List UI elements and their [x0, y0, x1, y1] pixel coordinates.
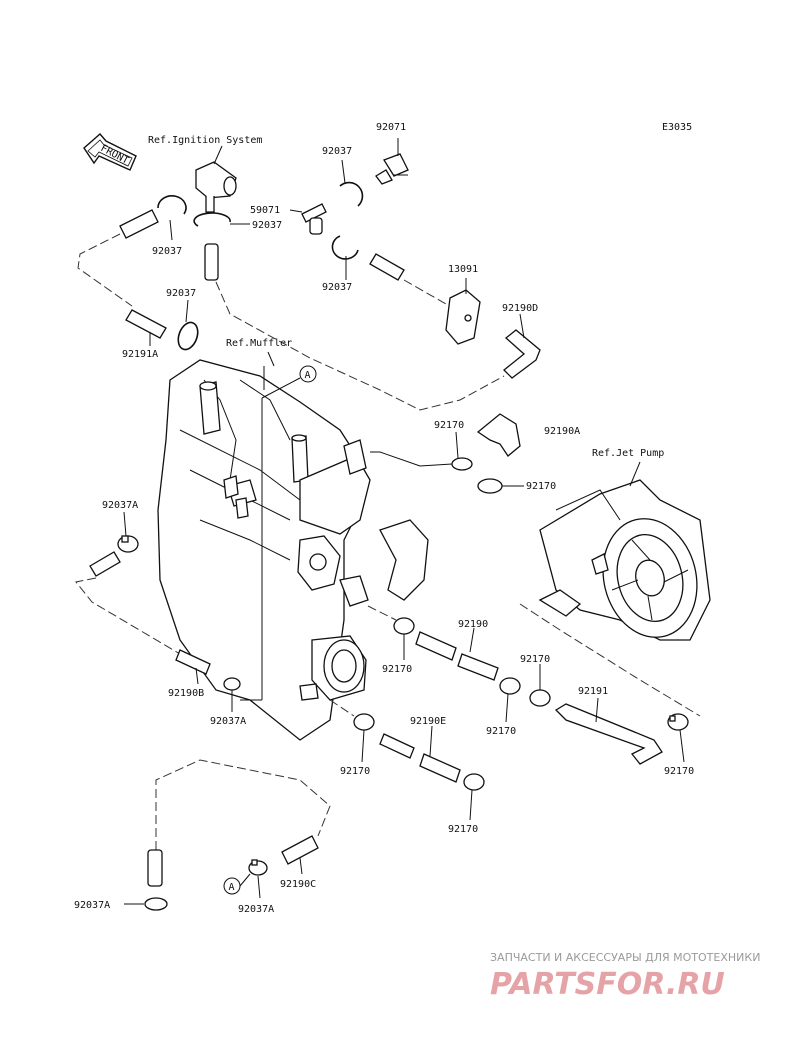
clamp-92037A-mid — [223, 677, 241, 712]
hose-92190C — [281, 835, 319, 875]
clamp-92037A-bottom-left — [124, 897, 168, 911]
fitting-59071 — [289, 203, 327, 235]
route-line-left — [77, 233, 133, 307]
hose-92190A — [476, 413, 521, 457]
clamp-92170-c — [367, 605, 415, 660]
block-13091 — [445, 278, 481, 345]
ring-clamp-92037-mid — [193, 212, 250, 227]
clamp-92170-h — [463, 773, 485, 821]
label-92037A-left: 92037A — [102, 500, 138, 511]
label-92071: 92071 — [376, 122, 406, 133]
clamp-92170-b — [477, 478, 524, 494]
ring-clamp-92037-top — [339, 159, 364, 207]
ref-muffler-label: Ref.Muffler — [226, 338, 292, 349]
label-92170-e: 92170 — [486, 726, 516, 737]
route-line-upper-right — [403, 279, 447, 305]
label-92170-f: 92170 — [664, 766, 694, 777]
ring-clamp-92037-left — [157, 195, 187, 241]
hose-92190D — [503, 313, 541, 379]
label-92037-ring-mid: 92037 — [252, 220, 282, 231]
ref-jet-pump-label: Ref.Jet Pump — [592, 448, 664, 459]
hose-top-vertical — [204, 243, 219, 281]
hose-top-right — [369, 253, 405, 281]
jet-pump — [538, 461, 711, 641]
ring-clamp-92037-upper-left — [177, 299, 199, 351]
hose-bottom-vertical — [147, 849, 163, 887]
route-line-lower-left — [75, 577, 181, 655]
diagram-code: E3035 — [662, 122, 692, 133]
label-92037-upper-left: 92037 — [166, 288, 196, 299]
clamp-92170-f — [667, 713, 689, 763]
part-92071 — [375, 138, 409, 185]
label-92170-h: 92170 — [448, 824, 478, 835]
clamp-92170-g — [329, 699, 375, 763]
label-92037A-bottom-left: 92037A — [74, 900, 110, 911]
label-92190A: 92190A — [544, 426, 580, 437]
label-92037-right: 92037 — [322, 282, 352, 293]
label-92037-top: 92037 — [322, 146, 352, 157]
label-92190C: 92190C — [280, 879, 316, 890]
clamp-92170-i — [248, 859, 268, 876]
callout-a-top-label: A — [305, 370, 311, 381]
watermark-logo: PARTSFOR.RU — [490, 967, 725, 1002]
front-arrow-icon: FRONT — [83, 133, 137, 171]
hose-92191A — [125, 309, 167, 346]
route-line-center — [215, 281, 505, 411]
hose-92190 — [415, 627, 499, 681]
label-92190: 92190 — [458, 619, 488, 630]
muffler-leader-2 — [267, 351, 275, 367]
callout-a-bottom-label: A — [229, 882, 235, 893]
label-92191A: 92191A — [122, 349, 158, 360]
route-line-jetpump — [519, 603, 701, 717]
route-line-bottom — [155, 759, 331, 850]
label-13091: 13091 — [448, 264, 478, 275]
label-59071: 59071 — [250, 205, 280, 216]
label-92037A-bottom: 92037A — [238, 904, 274, 915]
label-92037A-mid: 92037A — [210, 716, 246, 727]
clamp-92170-d — [529, 664, 551, 707]
watermark-tagline: ЗАПЧАСТИ И АКСЕССУАРЫ ДЛЯ МОТОТЕХНИКИ — [490, 951, 760, 964]
hose-92190E — [379, 725, 461, 783]
label-92170-g: 92170 — [340, 766, 370, 777]
label-92190D: 92190D — [502, 303, 538, 314]
label-92190B: 92190B — [168, 688, 204, 699]
label-92170-d: 92170 — [520, 654, 550, 665]
callout-a-top: A — [240, 365, 317, 701]
ignition-connector — [195, 145, 237, 213]
hose-top-left — [119, 209, 159, 239]
label-92170-a: 92170 — [434, 420, 464, 431]
label-92170-c: 92170 — [382, 664, 412, 675]
clamp-92170-e — [499, 677, 521, 723]
ring-clamp-92037-right — [331, 235, 359, 280]
hose-left-lower — [89, 551, 121, 577]
label-92170-b: 92170 — [526, 481, 556, 492]
hose-92191 — [554, 697, 663, 765]
callout-a-bottom: A — [223, 873, 251, 895]
label-92191: 92191 — [578, 686, 608, 697]
hose-92190B — [175, 649, 211, 685]
clamp-92170-a — [370, 431, 473, 471]
label-92190E: 92190E — [410, 716, 446, 727]
label-92037-left: 92037 — [152, 246, 182, 257]
clamp-92037A-left — [117, 511, 139, 553]
ref-ignition-label: Ref.Ignition System — [148, 135, 262, 146]
muffler-assembly — [157, 359, 429, 741]
leader-92037A-bottom — [257, 875, 261, 899]
